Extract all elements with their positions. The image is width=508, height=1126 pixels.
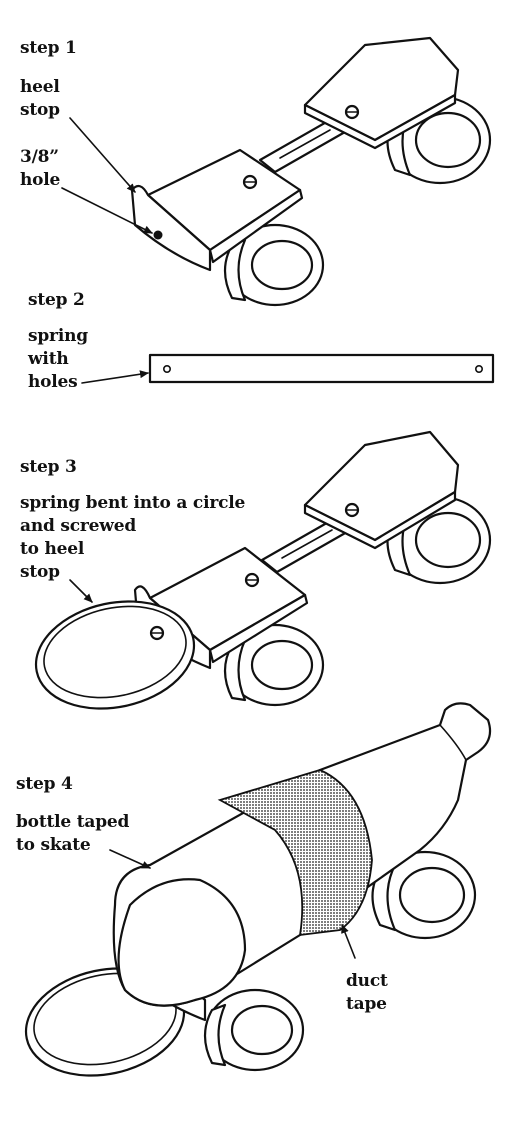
step2-spring-strip [148,353,495,384]
step4-bottle [112,702,492,1007]
bottle-arrow [109,849,151,869]
step3-desc-line1: spring bent into a circle [20,493,246,513]
step3-title: step 3 [20,457,77,477]
spring-arrow [81,370,149,384]
step1-toe-plate [303,36,460,150]
step4-skate [24,702,492,1077]
step3-desc-line2: and screwed [20,516,137,536]
duct-tape-label-line1: duct [346,971,388,991]
step3-front-wheel [223,623,325,707]
duct-tape-label-line2: tape [346,994,387,1014]
hole-label-line2: hole [20,170,61,190]
bottle-label-line2: to skate [16,835,91,855]
heel-stop-label-line2: stop [20,100,60,120]
duct-tape-arrow [341,924,356,959]
hole-arrow [61,187,153,234]
step1-heel-plate [130,148,304,272]
heel-stop-arrow [69,117,136,193]
step4-front-wheel [203,988,305,1072]
step4-rear-wheel [371,850,477,940]
step3-desc-line4: stop [20,562,60,582]
step1-skate [130,36,492,307]
bottle-label-line1: bottle taped [16,812,130,832]
ring-arrow [69,579,93,603]
spring-label-line2: with [28,349,69,369]
spring-label-line3: holes [28,372,78,392]
heel-stop-label-line1: heel [20,77,60,97]
step3-toe-plate [303,430,460,550]
step2-title: step 2 [28,290,85,310]
spring-label-line1: spring [28,326,88,346]
step4-title: step 4 [16,774,73,794]
step3-spring-ring [34,600,196,710]
step3-skate [34,430,492,710]
step1-front-wheel [223,223,325,307]
hole-label-line1: 3/8” [20,147,59,167]
step1-title: step 1 [20,38,77,58]
step3-desc-line3: to heel [20,539,85,559]
